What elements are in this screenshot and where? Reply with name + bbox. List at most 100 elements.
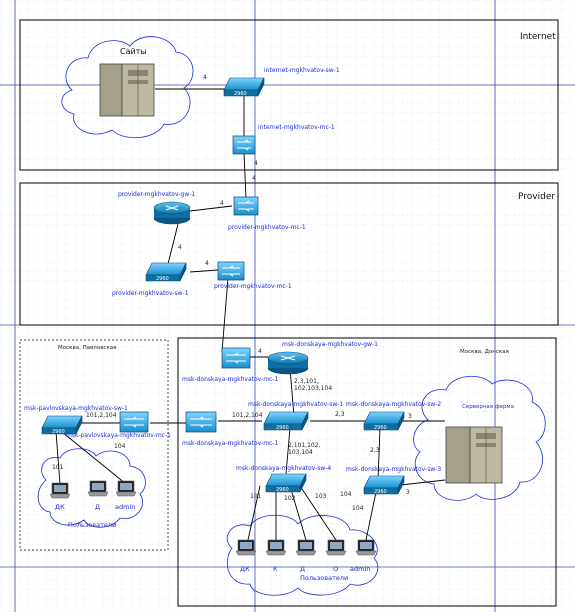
zone-donskaya-label: Москва, Донская	[460, 349, 509, 355]
label-don-gw: msk-donskaya-mgkhvatov-gw-1	[282, 341, 378, 348]
zone-pavlovskaya	[19, 339, 169, 551]
server-farm[interactable]	[445, 426, 503, 484]
label-internet-sw: internet-mgkhvatov-sw-1	[264, 67, 340, 74]
link-label-sites-inet: 4	[203, 74, 207, 81]
link-label-sw-mc2: 4	[205, 260, 209, 267]
link-label-sw2-sw3: 2,3	[370, 447, 380, 454]
user-don-admin-label: admin	[350, 565, 370, 573]
link-label-sw4-pc2: 102	[284, 495, 296, 502]
user-pav-d-label: Д	[95, 503, 100, 511]
svg-text:2960: 2960	[374, 489, 387, 495]
zone-provider	[19, 182, 559, 326]
svg-text:2960: 2960	[156, 276, 169, 282]
svg-text:2960: 2960	[234, 91, 247, 97]
router-don-gw[interactable]	[267, 351, 309, 375]
zone-provider-label: Provider	[518, 192, 555, 202]
link-labels: 4 4 4 4 4 4 4 2,3,101, 102,103,104 101,2…	[52, 74, 412, 512]
media-converter-pav-mc[interactable]	[119, 411, 149, 433]
label-internet-mc: internet-mgkhvatov-mc-1	[258, 124, 335, 131]
switch-don-sw2[interactable]: 2960	[363, 411, 405, 431]
router-provider-gw[interactable]	[153, 201, 191, 225]
svg-text:2960: 2960	[276, 425, 289, 431]
label-don-sw1: msk-donskaya-mgkhvatov-sw-1	[248, 401, 343, 408]
label-provider-mc2: provider-mgkhvatov-mc-1	[214, 283, 292, 290]
switch-provider-sw[interactable]: 2960	[145, 262, 187, 282]
zone-donskaya	[177, 337, 557, 607]
switch-don-sw3[interactable]: 2960	[363, 475, 405, 495]
link-label-inetmc-provmc: 4	[254, 160, 258, 167]
laptop-pav-d[interactable]	[87, 480, 109, 497]
cloud-server-farm-label: Серверная ферма	[462, 404, 514, 410]
switch-internet-sw[interactable]: 2960	[223, 77, 265, 97]
link-label-sw1-sw4-a: 2,101,102,	[288, 442, 321, 449]
cloud-sites	[61, 36, 194, 139]
zone-internet-label: Internet	[520, 32, 556, 42]
cloud-users-left	[37, 448, 146, 528]
link-label-sw1-sw4-b: 103,104	[288, 449, 313, 456]
user-pav-admin-label: admin	[115, 503, 135, 511]
switch-don-sw1[interactable]: 2960	[263, 411, 309, 431]
link-label-sw3-farm: 3	[406, 489, 410, 496]
label-pav-mc: msk-pavlovskaya-mgkhvatov-mc-1	[66, 432, 171, 439]
laptop-don-k[interactable]	[265, 539, 287, 556]
svg-text:2960: 2960	[52, 429, 65, 435]
user-pav-dk-label: ДК	[55, 503, 65, 511]
laptop-don-d[interactable]	[295, 539, 317, 556]
cloud-server-farm	[413, 376, 546, 501]
link-label-gw-sw1-a: 2,3,101,	[294, 378, 319, 385]
user-don-k-label: К	[273, 565, 278, 573]
svg-text:2960: 2960	[374, 425, 387, 431]
link-label-sw1-sw2: 2,3	[335, 411, 345, 418]
laptop-don-o[interactable]	[325, 539, 347, 556]
media-converter-don-mc2[interactable]	[185, 411, 217, 433]
link-label-gw-sw1-b: 102,103,104	[294, 385, 332, 392]
cloud-users-bottom-label: Пользователи	[300, 574, 348, 582]
cloud-sites-label: Сайты	[120, 47, 147, 56]
laptop-pav-admin[interactable]	[115, 480, 137, 497]
user-don-o-label: О	[333, 565, 338, 573]
zone-internet	[19, 19, 559, 171]
link-label-pav-pc1: 101	[52, 464, 64, 471]
label-don-sw2: msk-donskaya-mgkhvatov-sw-2	[346, 401, 441, 408]
label-don-mc1: msk-donskaya-mgkhvatov-mc-1	[182, 376, 279, 383]
label-don-mc2: msk-donskaya-mgkhvatov-mc-1	[182, 440, 279, 447]
switch-don-sw4[interactable]: 2960	[265, 473, 307, 493]
user-don-d-label: Д	[300, 565, 305, 573]
laptop-don-dk[interactable]	[235, 539, 257, 556]
media-converter-don-mc1[interactable]	[221, 347, 251, 369]
media-converter-internet-mc[interactable]	[232, 135, 256, 155]
label-provider-gw: provider-mgkhvatov-gw-1	[118, 191, 195, 198]
label-provider-mc1: provider-mgkhvatov-mc-1	[228, 224, 306, 231]
media-converter-provider-mc2[interactable]	[217, 261, 245, 281]
link-label-pav-pc3: 104	[114, 443, 126, 450]
link-label-sw2-farm: 3	[408, 413, 412, 420]
zone-pavlovskaya-label: Москва, Павловская	[58, 345, 116, 351]
server-sites[interactable]	[99, 63, 155, 117]
label-don-sw3: msk-donskaya-mgkhvatov-sw-3	[346, 466, 441, 473]
svg-text:2960: 2960	[276, 487, 289, 493]
device-labels: internet-mgkhvatov-sw-1 internet-mgkhvat…	[24, 67, 441, 473]
link-label-mcdon-gw: 4	[258, 348, 262, 355]
label-don-sw4: msk-donskaya-mgkhvatov-sw-4	[236, 465, 331, 472]
laptop-pav-dk[interactable]	[49, 482, 71, 499]
laptop-don-admin[interactable]	[355, 539, 377, 556]
media-converter-provider-mc1[interactable]	[233, 196, 259, 216]
link-label-mc2-sw1: 101,2,104	[232, 412, 263, 419]
label-provider-sw: provider-mgkhvatov-sw-1	[112, 290, 189, 297]
cloud-users-left-label: Пользователи	[68, 521, 116, 529]
link-label-sw3-pc5: 104	[352, 505, 364, 512]
link-label-inetsw-inetmc: 4	[252, 175, 256, 182]
label-pav-sw: msk-pavlovskaya-mgkhvatov-sw-1	[24, 405, 128, 412]
links	[55, 88, 446, 541]
link-label-pav-sw-mc: 101,2,104	[86, 412, 117, 419]
link-label-gw-sw: 4	[178, 244, 182, 251]
link-label-sw4-pc1: 101	[250, 493, 262, 500]
cloud-users-bottom	[226, 514, 379, 596]
link-label-gw-mc: 4	[220, 200, 224, 207]
link-label-sw4-pc4: 104	[340, 491, 352, 498]
switch-pav-sw[interactable]: 2960	[41, 415, 83, 435]
user-don-dk-label: ДК	[240, 565, 250, 573]
